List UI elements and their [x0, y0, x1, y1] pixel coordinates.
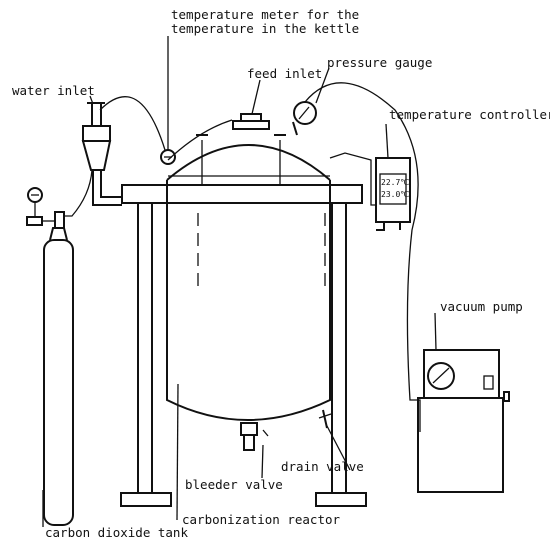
kettle-thermometer — [160, 149, 176, 165]
label-bleeder-valve: bleeder valve — [185, 477, 283, 492]
controller-reading-1: 22.7℃ — [381, 178, 410, 187]
label-temperature-meter-line2: temperature in the kettle — [171, 21, 360, 36]
reactor-frame — [120, 184, 367, 507]
label-pressure-gauge: pressure gauge — [327, 55, 433, 70]
drain-valve — [318, 409, 332, 429]
connecting-tube — [167, 119, 233, 161]
controller-reading-2: 23.0℃ — [381, 190, 410, 199]
carbonization-reactor-vessel — [166, 134, 331, 421]
vacuum-line — [304, 82, 421, 432]
label-feed-inlet: feed inlet — [247, 66, 323, 81]
leader-lines — [42, 36, 437, 527]
label-carbonization-reactor: carbonization reactor — [182, 512, 341, 527]
label-carbon-dioxide-tank: carbon dioxide tank — [45, 525, 188, 540]
co2-gas-line — [64, 169, 93, 217]
label-temperature-controller: temperature controller — [389, 107, 550, 122]
label-vacuum-pump: vacuum pump — [440, 299, 523, 314]
water-inlet-condenser — [81, 102, 122, 206]
vacuum-pump — [417, 349, 510, 493]
label-water-inlet: water inlet — [12, 83, 95, 98]
water-line — [99, 96, 166, 151]
sensor-cable — [329, 152, 376, 206]
bleeder-valve — [240, 422, 269, 451]
temperature-controller — [375, 157, 411, 231]
label-drain-valve: drain valve — [281, 459, 364, 474]
pressure-gauge — [292, 101, 317, 136]
label-temperature-meter-line1: temperature meter for the — [171, 7, 360, 22]
co2-cylinder — [26, 187, 74, 526]
feed-inlet-port — [232, 113, 270, 130]
